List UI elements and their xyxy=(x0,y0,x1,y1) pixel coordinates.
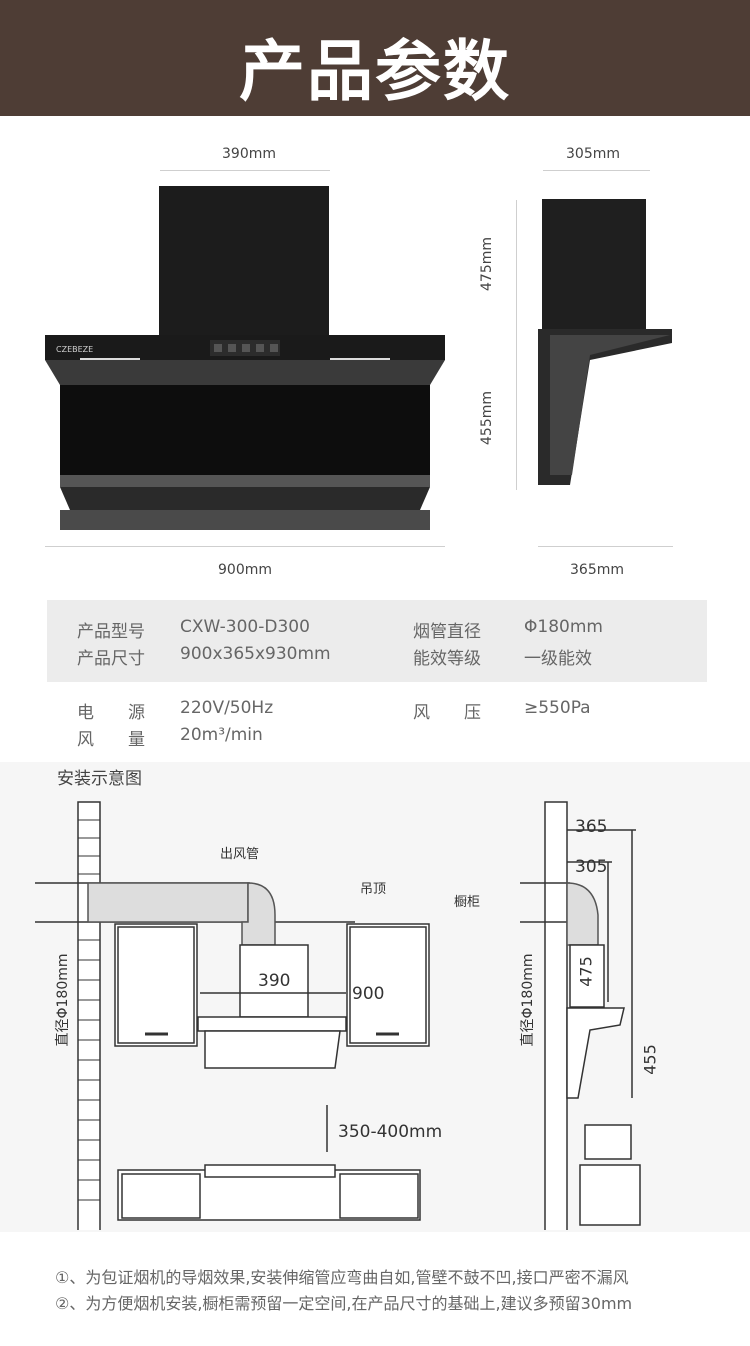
spec-value-pressure: ≥550Pa xyxy=(524,698,591,718)
note-2: ②、为方便烟机安装,橱柜需预留一定空间,在产品尺寸的基础上,建议多预留30mm xyxy=(55,1294,633,1313)
label-width-900: 900 xyxy=(352,984,385,1004)
spec-value-size: 900x365x930mm xyxy=(180,644,331,664)
install-diagram xyxy=(35,801,641,1230)
label-side-365: 365 xyxy=(575,817,608,837)
side-view-hood xyxy=(538,199,672,485)
label-ceiling: 吊顶 xyxy=(360,882,387,897)
height-upper-label: 475mm xyxy=(479,237,495,291)
spec-label-model: 产品型号 xyxy=(77,622,145,642)
spec-value-model: CXW-300-D300 xyxy=(180,617,310,637)
spec-value-power: 220V/50Hz xyxy=(180,698,274,718)
brand-logo: CZEBEZE xyxy=(56,345,93,354)
dim-line xyxy=(543,170,650,171)
label-cabinet: 橱柜 xyxy=(454,895,481,910)
label-pipe-diameter-side: 直径Φ180mm xyxy=(520,953,536,1047)
label-pipe-diameter: 直径Φ180mm xyxy=(55,953,71,1047)
side-depth-bottom-label: 365mm xyxy=(570,562,624,578)
height-lower-label: 455mm xyxy=(479,391,495,445)
dim-line-vertical xyxy=(516,200,517,490)
page-header: 产品参数 xyxy=(0,0,750,116)
side-depth-top-label: 305mm xyxy=(566,146,620,162)
spec-value-efficiency: 一级能效 xyxy=(524,649,592,669)
spec-value-airflow: 20m³/min xyxy=(180,725,263,745)
spec-label-pipe: 烟管直径 xyxy=(413,622,481,642)
brick-wall-left xyxy=(77,801,101,1230)
dim-line xyxy=(45,546,445,547)
install-title: 安装示意图 xyxy=(57,769,142,789)
note-1: ①、为包证烟机的导烟效果,安装伸缩管应弯曲自如,管壁不鼓不凹,接口严密不漏风 xyxy=(55,1268,629,1287)
dim-line xyxy=(160,170,330,171)
spec-value-pipe: Φ180mm xyxy=(524,617,603,637)
spec-label-pressure: 风 压 xyxy=(413,703,481,723)
spec-block-1 xyxy=(47,600,707,682)
spec-label-size: 产品尺寸 xyxy=(77,649,145,669)
label-height-gap: 350-400mm xyxy=(338,1122,443,1142)
spec-label-power: 电 源 xyxy=(77,703,145,723)
spec-label-airflow: 风 量 xyxy=(77,730,145,750)
label-width-390: 390 xyxy=(258,971,291,991)
label-side-455: 455 xyxy=(640,1044,660,1075)
page-title: 产品参数 xyxy=(239,33,511,110)
spec-label-efficiency: 能效等级 xyxy=(413,649,481,669)
front-view-hood: CZEBEZE xyxy=(45,186,445,530)
label-side-305: 305 xyxy=(575,857,608,877)
dim-line xyxy=(538,546,673,547)
label-side-475: 475 xyxy=(576,956,596,987)
front-width-top-label: 390mm xyxy=(222,146,276,162)
label-duct: 出风管 xyxy=(220,847,260,862)
front-width-bottom-label: 900mm xyxy=(218,562,272,578)
